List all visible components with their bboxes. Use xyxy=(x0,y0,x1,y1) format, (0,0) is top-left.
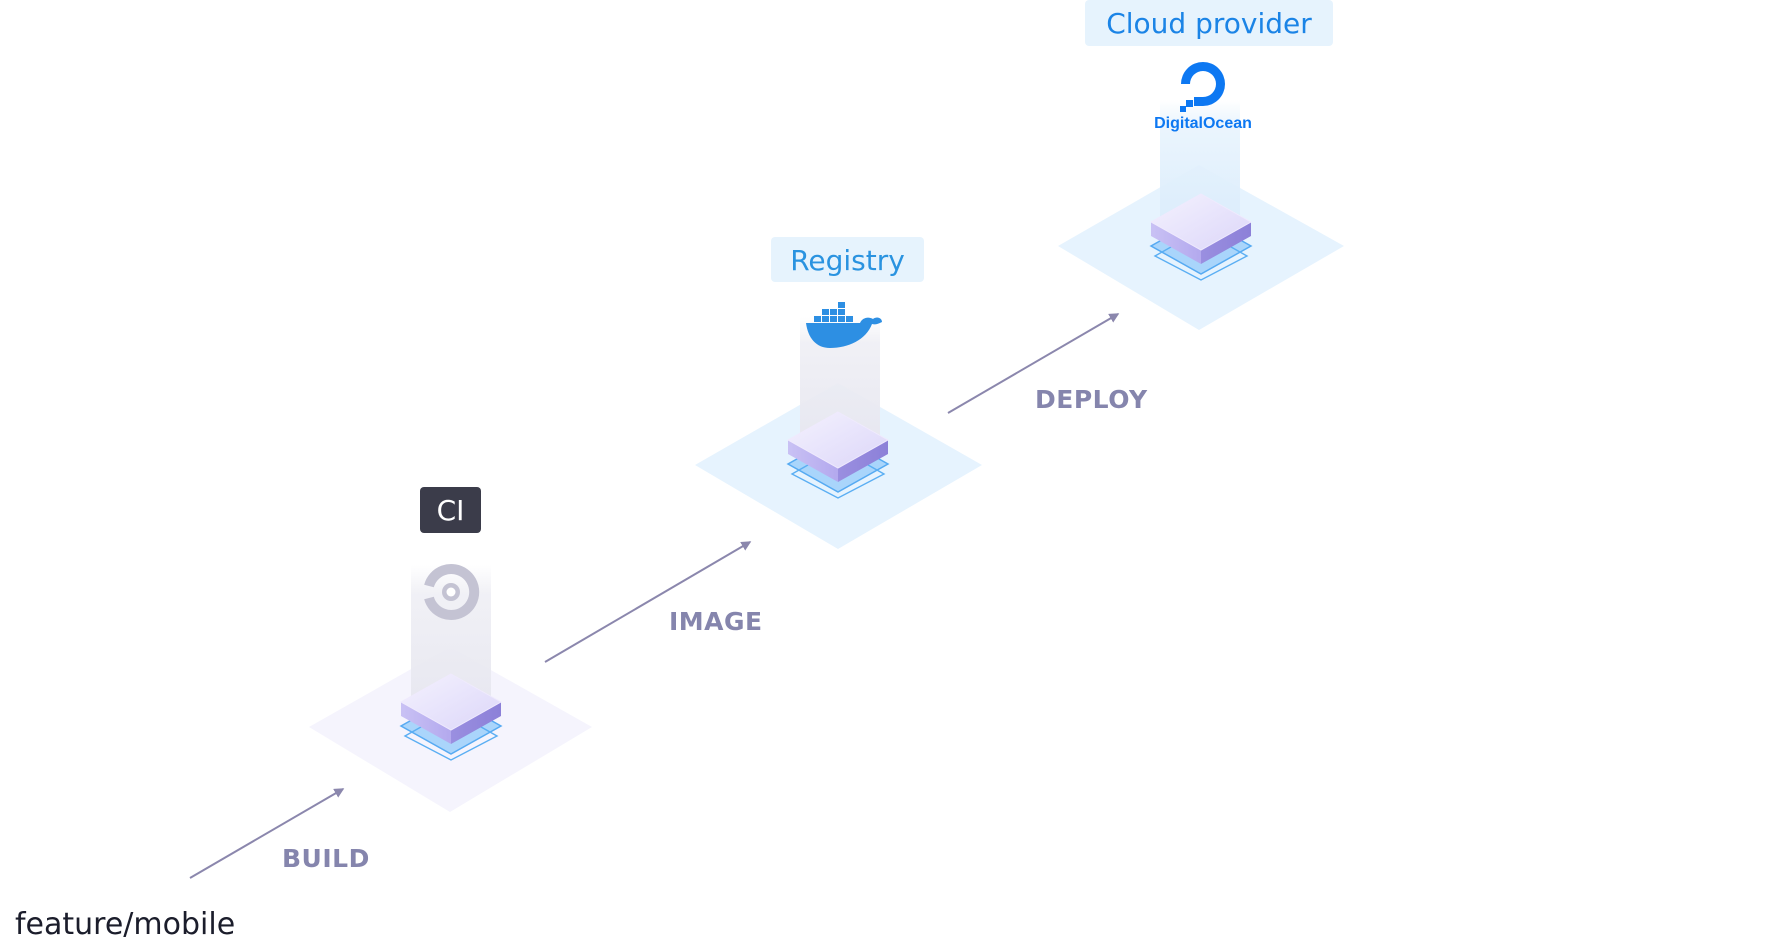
registry-node: Registry xyxy=(695,237,982,549)
image-arrow xyxy=(544,541,752,663)
image-step-label: IMAGE xyxy=(669,607,763,636)
cloud-provider-tag xyxy=(1085,0,1333,46)
ci-node: CI xyxy=(309,487,592,812)
deploy-arrow xyxy=(947,313,1120,414)
ci-tag-label: CI xyxy=(437,494,465,527)
docker-whale-icon xyxy=(806,302,882,348)
deploy-step-label: DEPLOY xyxy=(1035,385,1148,414)
circleci-icon xyxy=(424,564,480,620)
cloud-node: DigitalOcean Cloud provider xyxy=(1058,0,1344,330)
build-arrow xyxy=(189,788,345,879)
branch-label: feature/mobile xyxy=(15,907,235,942)
digitalocean-icon xyxy=(1180,62,1225,112)
digitalocean-brand-text: DigitalOcean xyxy=(1154,115,1252,132)
cloud-provider-tag-label: Cloud provider xyxy=(1106,7,1312,40)
ci-tag xyxy=(420,487,481,533)
registry-tag-label: Registry xyxy=(790,244,905,277)
registry-tag xyxy=(771,237,924,282)
build-step-label: BUILD xyxy=(282,844,370,873)
